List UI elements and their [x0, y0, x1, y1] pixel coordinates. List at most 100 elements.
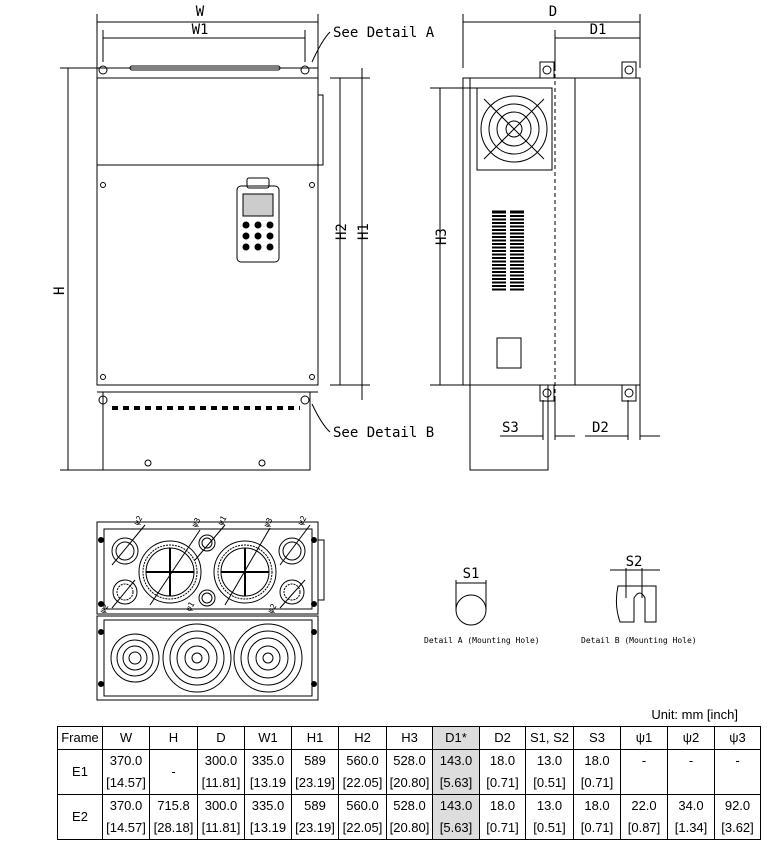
hole-label: ψ2 [296, 514, 309, 527]
inch-value [621, 772, 667, 794]
mm-value: 589 [304, 753, 326, 768]
value-cell: - [620, 749, 668, 795]
hole-label: ψ2 [98, 602, 111, 615]
inch-value: [23.19] [295, 820, 335, 835]
hole-label: ψ2 [266, 602, 279, 615]
hole-label: ψ1 [184, 600, 197, 613]
hole-label: ψ1 [216, 514, 229, 527]
value-cell: - [714, 749, 761, 795]
value-cell: 335.0 [13.19 [244, 749, 292, 795]
value-cell: 528.0 [20.80] [386, 794, 433, 840]
label-h2: H2 [334, 223, 350, 240]
column-header: Frame [57, 726, 103, 750]
frame-cell: E1 [57, 749, 103, 795]
detail-a-caption: Detail A (Mounting Hole) [424, 636, 540, 645]
mm-value: 18.0 [489, 753, 516, 768]
value-cell: 18.0[0.71] [573, 794, 621, 840]
inch-value: [11.81] [201, 775, 241, 790]
mm-value: 560.0 [346, 798, 379, 813]
mm-value: 335.0 [251, 753, 285, 768]
mm-value: - [735, 753, 740, 768]
inch-value: [0.71] [580, 820, 614, 835]
value-cell: 589 [23.19] [291, 749, 339, 795]
inch-value: [0.71] [486, 775, 519, 790]
table-row: E1 370.0 [14.57] - 300.0 [11.81] 335.0 [13.19 58… [57, 749, 761, 795]
mm-value: 18.0 [584, 753, 610, 768]
inch-value: [5.63] [439, 820, 473, 835]
inch-value: [28.18] [153, 820, 194, 835]
mm-value: 589 [304, 798, 326, 813]
label-d1: D1 [590, 22, 607, 38]
mm-value: 300.0 [204, 753, 238, 768]
value-cell: 18.0 [0.71] [573, 749, 621, 795]
value-cell: 92.0[3.62] [714, 794, 761, 840]
inch-value: [11.81] [201, 820, 241, 835]
inch-value: [0.71] [486, 820, 519, 835]
value-cell: 18.0 [0.71] [479, 749, 526, 795]
mm-value: - [641, 753, 647, 768]
mm-value: 13.0 [536, 753, 563, 768]
value-cell: 22.0[0.87] [620, 794, 668, 840]
value-cell: 143.0[5.63] [432, 794, 480, 840]
mm-value: 300.0 [204, 798, 238, 813]
side-view [430, 14, 660, 471]
hole-label: ψ2 [132, 514, 145, 527]
label-w: W [196, 4, 205, 20]
value-cell: 34.0[1.34] [667, 794, 715, 840]
value-cell: 560.0 [22.05] [338, 749, 387, 795]
inch-value: [20.80] [389, 820, 430, 835]
column-header: H2 [338, 726, 387, 750]
value-cell: 300.0 [11.81] [197, 749, 245, 795]
column-header: W1 [244, 726, 292, 750]
inch-value: [22.05] [342, 775, 383, 790]
mm-value: 370.0 [109, 798, 143, 813]
inch-value: [13.19 [249, 775, 287, 790]
detail-a-dim: S1 [463, 566, 480, 582]
hole-label: ψ3 [190, 516, 203, 529]
inch-value: [22.05] [342, 820, 383, 835]
inch-value [668, 772, 714, 794]
inch-value: [20.80] [389, 775, 430, 790]
value-cell: 715.8[28.18] [149, 794, 198, 840]
mm-value: - [688, 753, 694, 768]
front-view [60, 14, 370, 471]
mm-value: - [171, 764, 176, 779]
value-cell: 589 [23.19] [291, 794, 339, 840]
inch-value: [0.51] [533, 820, 566, 835]
keypad-icon [236, 177, 280, 263]
detail-a [455, 580, 487, 626]
callout-detail-b: See Detail B [333, 425, 434, 441]
inch-value: [14.57] [106, 775, 146, 790]
column-header: S3 [573, 726, 621, 750]
label-h3: H3 [434, 228, 450, 245]
mm-value: 335.0 [251, 798, 285, 813]
mm-value: 528.0 [393, 798, 426, 813]
inch-value: [0.71] [580, 775, 614, 790]
detail-b-caption: Detail B (Mounting Hole) [581, 636, 697, 645]
inch-value: [3.62] [721, 820, 754, 835]
column-header: H [149, 726, 198, 750]
dimension-drawing: W W1 See Detail A See Detail B H H2 H1 [52, 4, 697, 701]
mm-value: 13.0 [536, 798, 563, 813]
column-header: D2 [479, 726, 526, 750]
inch-value: [14.57] [106, 820, 146, 835]
detail-b-dim: S2 [626, 554, 643, 570]
label-h: H [52, 287, 68, 295]
value-cell: 370.0 [14.57] [102, 794, 150, 840]
mm-value: 34.0 [678, 798, 704, 813]
value-cell: 370.0 [14.57] [102, 749, 150, 795]
inch-value: [23.19] [295, 775, 335, 790]
bottom-view [96, 521, 325, 701]
mm-value: 528.0 [393, 753, 426, 768]
column-header: ψ3 [714, 726, 761, 750]
inch-value: [13.19 [249, 820, 287, 835]
mm-value: 22.0 [631, 798, 657, 813]
column-header: S1, S2 [525, 726, 574, 750]
value-cell: 13.0 [0.51] [525, 794, 574, 840]
value-cell: 13.0[0.51] [525, 749, 574, 795]
mm-value: 370.0 [109, 753, 143, 768]
value-cell: 143.0[5.63] [432, 749, 480, 795]
mm-value: 560.0 [346, 753, 379, 768]
